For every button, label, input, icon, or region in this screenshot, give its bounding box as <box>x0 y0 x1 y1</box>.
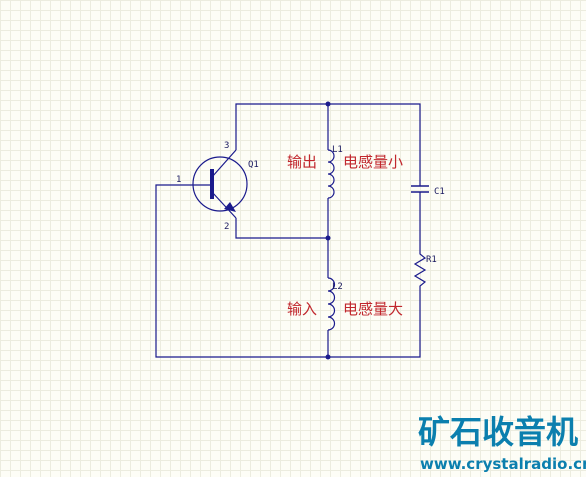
inductor-l2-coil <box>327 277 336 331</box>
transistor-emitter-lead <box>211 191 237 219</box>
resistor-zigzag <box>413 248 427 290</box>
l2-note-right: 电感量大 <box>343 300 403 318</box>
transistor-collector-lead <box>211 149 237 178</box>
emitter-arrow-icon <box>224 202 236 212</box>
pin-collector-label: 3 <box>224 141 229 151</box>
l1-note-right: 电感量小 <box>343 153 403 171</box>
inductor-l1: L1 输出 电感量小 <box>287 145 403 199</box>
l2-note-left: 输入 <box>287 300 317 318</box>
inductor-l1-coil <box>327 149 335 199</box>
l2-designator: L2 <box>332 282 343 292</box>
wires <box>155 103 421 358</box>
wire-emitter-tap <box>235 218 328 239</box>
c1-designator: C1 <box>434 187 445 197</box>
r1-designator: R1 <box>426 255 437 265</box>
l1-designator: L1 <box>332 145 343 155</box>
watermark-url: www.crystalradio.cn <box>420 455 586 473</box>
junction-top <box>325 101 331 107</box>
wire-base-loop <box>155 184 421 358</box>
l1-note-left: 输出 <box>287 153 317 171</box>
junction-bottom <box>325 354 331 360</box>
inductor-l2: L2 输入 电感量大 <box>287 277 403 331</box>
pin-emitter-label: 2 <box>224 222 229 232</box>
transistor-designator: Q1 <box>248 160 259 170</box>
watermark-title: 矿石收音机 <box>418 413 578 451</box>
capacitor-c1: C1 <box>411 178 445 198</box>
resistor-r1: R1 <box>413 248 437 290</box>
pin-base-label: 1 <box>176 175 181 185</box>
junction-tap <box>325 235 331 241</box>
transistor-body <box>192 156 248 212</box>
transistor-q1: Q1 1 3 2 <box>176 141 259 232</box>
junctions <box>325 101 331 360</box>
watermark: 矿石收音机 www.crystalradio.cn <box>418 413 586 473</box>
